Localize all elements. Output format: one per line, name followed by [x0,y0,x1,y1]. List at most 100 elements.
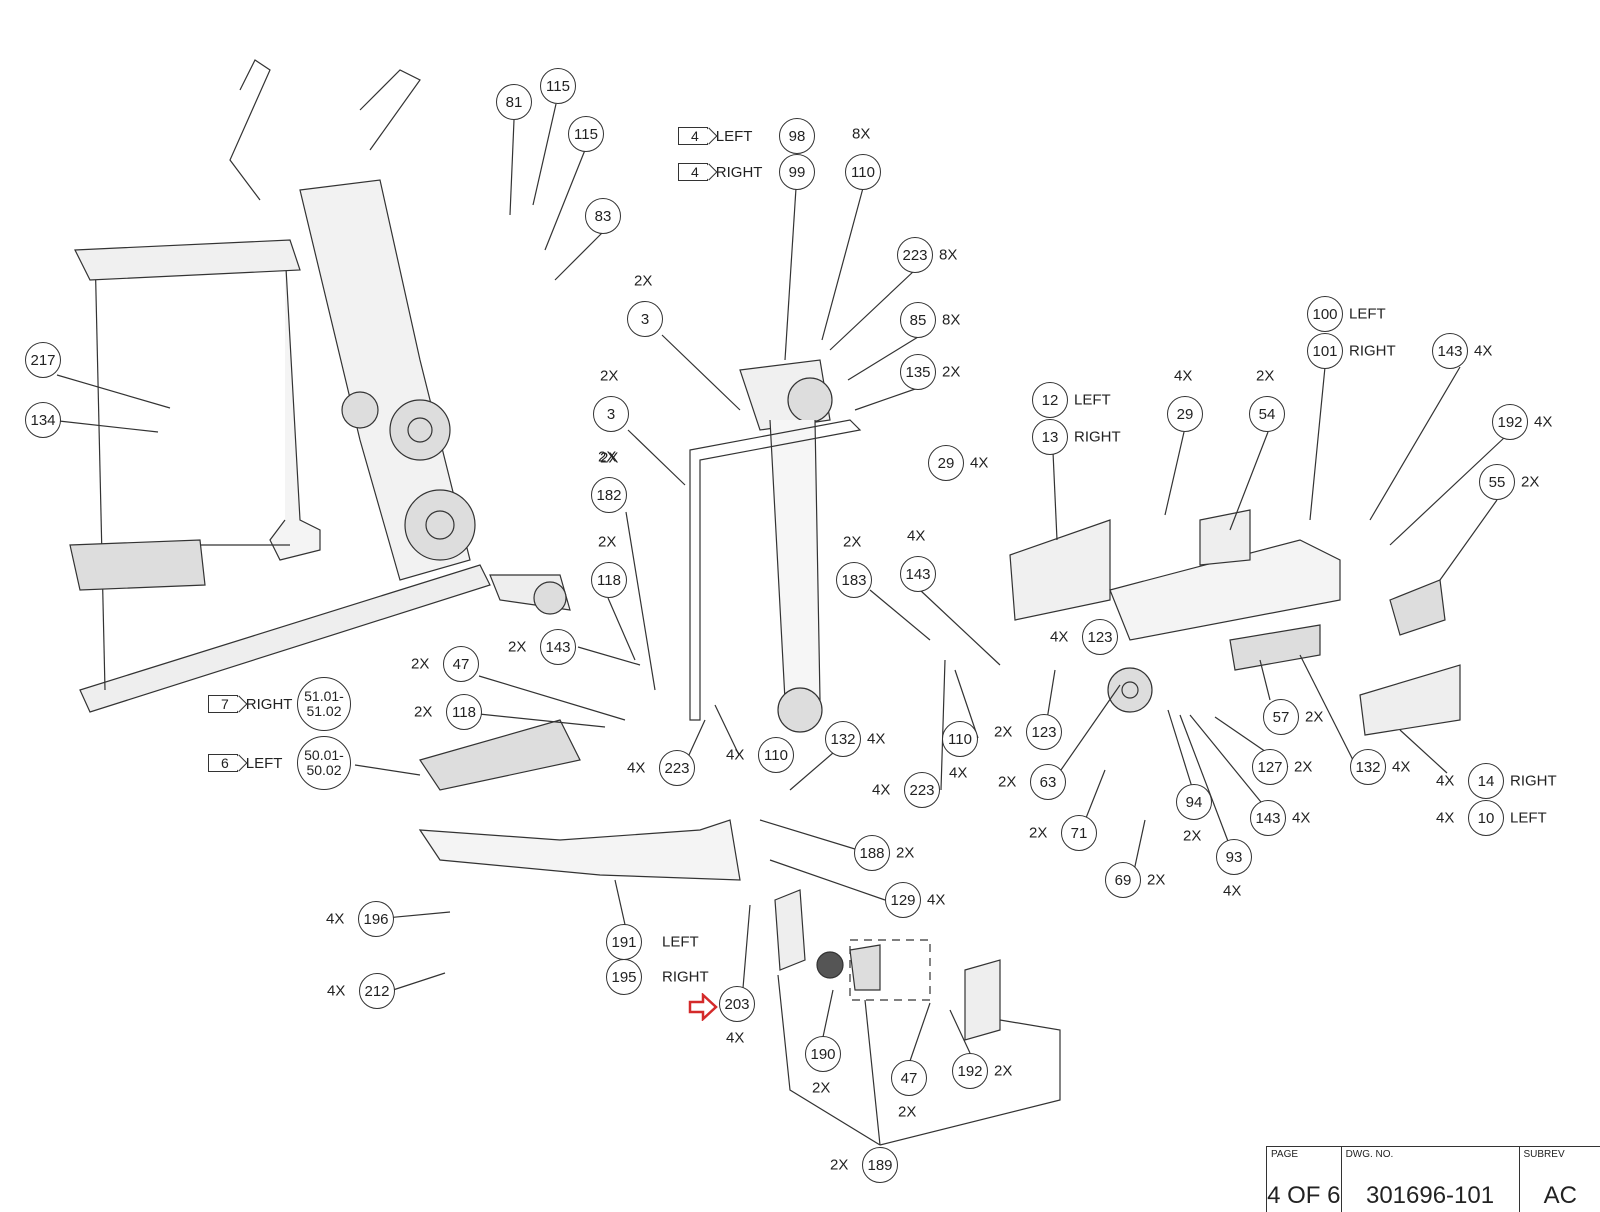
callout-223b[interactable]: 223 [659,750,695,786]
callout-127[interactable]: 127 [1252,749,1288,785]
side-label: LEFT [662,934,699,951]
callout-189[interactable]: 189 [862,1147,898,1183]
callout-29[interactable]: 29 [1167,396,1203,432]
callout-50[interactable]: 50.01- 50.02 [297,736,351,790]
callout-188[interactable]: 188 [854,835,890,871]
callout-123[interactable]: 123 [1082,619,1118,655]
callout-85[interactable]: 85 [900,302,936,338]
quantity-label: 4X [1436,773,1454,790]
callout-118b[interactable]: 118 [446,694,482,730]
callout-13[interactable]: 13 [1032,419,1068,455]
callout-93[interactable]: 93 [1216,839,1252,875]
callout-71[interactable]: 71 [1061,815,1097,851]
callout-110[interactable]: 110 [845,154,881,190]
quantity-label: 4X [927,892,945,909]
callout-223[interactable]: 223 [897,237,933,273]
callout-135[interactable]: 135 [900,354,936,390]
quantity-label: 2X [812,1080,830,1097]
title-block: PAGE 4 OF 6 DWG. NO. 301696-101 SUBREV A… [1266,1146,1600,1212]
quantity-label: 2X [598,534,616,551]
callout-110c[interactable]: 110 [942,721,978,757]
callout-129[interactable]: 129 [885,882,921,918]
callout-212[interactable]: 212 [359,973,395,1009]
side-label: LEFT [1510,810,1547,827]
callout-143a[interactable]: 143 [540,629,576,665]
dwg-label: DWG. NO. [1346,1149,1394,1160]
quantity-label: 2X [994,724,1012,741]
reference-flag: 6 [208,754,238,772]
pedal-left [420,720,580,790]
quantity-label: 2X [843,534,861,551]
subassembly-tag-right: 4 RIGHT [678,163,762,181]
callout-115[interactable]: 115 [540,68,576,104]
callout-134[interactable]: 134 [25,402,61,438]
callout-110b[interactable]: 110 [758,737,794,773]
cover-14-10 [1360,665,1460,735]
quantity-label: 2X [898,1104,916,1121]
quantity-label: 4X [726,747,744,764]
callout-63[interactable]: 63 [1030,764,1066,800]
quantity-label: 4X [1534,414,1552,431]
quantity-label: 4X [1050,629,1068,646]
callout-223c[interactable]: 223 [904,772,940,808]
callout-99[interactable]: 99 [779,154,815,190]
callout-203[interactable]: 203 [719,986,755,1022]
callout-195[interactable]: 195 [606,959,642,995]
callout-51[interactable]: 51.01- 51.02 [297,677,351,731]
quantity-label: 2X [598,449,616,466]
callout-143b[interactable]: 143 [900,556,936,592]
page-label: PAGE [1271,1149,1298,1160]
callout-196[interactable]: 196 [358,901,394,937]
side-label: LEFT [1074,392,1111,409]
quantity-label: 4X [327,983,345,1000]
callout-101[interactable]: 101 [1307,333,1343,369]
callout-143c[interactable]: 143 [1250,800,1286,836]
callout-190[interactable]: 190 [805,1036,841,1072]
quantity-label: 4X [867,731,885,748]
quantity-label: 2X [896,845,914,862]
callout-182[interactable]: 182 [591,477,627,513]
callout-47[interactable]: 47 [443,646,479,682]
quantity-label: 8X [852,126,870,143]
callout-14[interactable]: 14 [1468,763,1504,799]
cover-12-13 [1010,520,1110,620]
subrev-value: AC [1520,1182,1600,1210]
callout-100[interactable]: 100 [1307,296,1343,332]
quantity-label: 4X [726,1030,744,1047]
callout-132[interactable]: 132 [825,721,861,757]
callout-57[interactable]: 57 [1263,699,1299,735]
callout-81[interactable]: 81 [496,84,532,120]
callout-132b[interactable]: 132 [1350,749,1386,785]
quantity-label: 2X [600,368,618,385]
callout-217[interactable]: 217 [25,342,61,378]
callout-83[interactable]: 83 [585,198,621,234]
callout-123b[interactable]: 123 [1026,714,1062,750]
reference-flag: 7 [208,695,238,713]
callout-115b[interactable]: 115 [568,116,604,152]
quantity-label: 2X [1521,474,1539,491]
callout-47b[interactable]: 47 [891,1060,927,1096]
callout-192b[interactable]: 192 [952,1053,988,1089]
quantity-label: 2X [634,273,652,290]
callout-118[interactable]: 118 [591,562,627,598]
cap-55 [1390,580,1445,635]
callout-3[interactable]: 3 [627,301,663,337]
callout-29b[interactable]: 29 [928,445,964,481]
callout-3b[interactable]: 3 [593,396,629,432]
callout-192[interactable]: 192 [1492,404,1528,440]
callout-183[interactable]: 183 [836,562,872,598]
callout-55[interactable]: 55 [1479,464,1515,500]
quantity-label: 2X [998,774,1016,791]
hub-189 [850,945,880,990]
callout-94[interactable]: 94 [1176,784,1212,820]
callout-98[interactable]: 98 [779,118,815,154]
quantity-label: 4X [970,455,988,472]
callout-54[interactable]: 54 [1249,396,1285,432]
callout-10[interactable]: 10 [1468,800,1504,836]
callout-69[interactable]: 69 [1105,862,1141,898]
callout-12[interactable]: 12 [1032,382,1068,418]
quantity-label: 4X [949,765,967,782]
quantity-label: 4X [1292,810,1310,827]
callout-191[interactable]: 191 [606,924,642,960]
callout-143d[interactable]: 143 [1432,333,1468,369]
